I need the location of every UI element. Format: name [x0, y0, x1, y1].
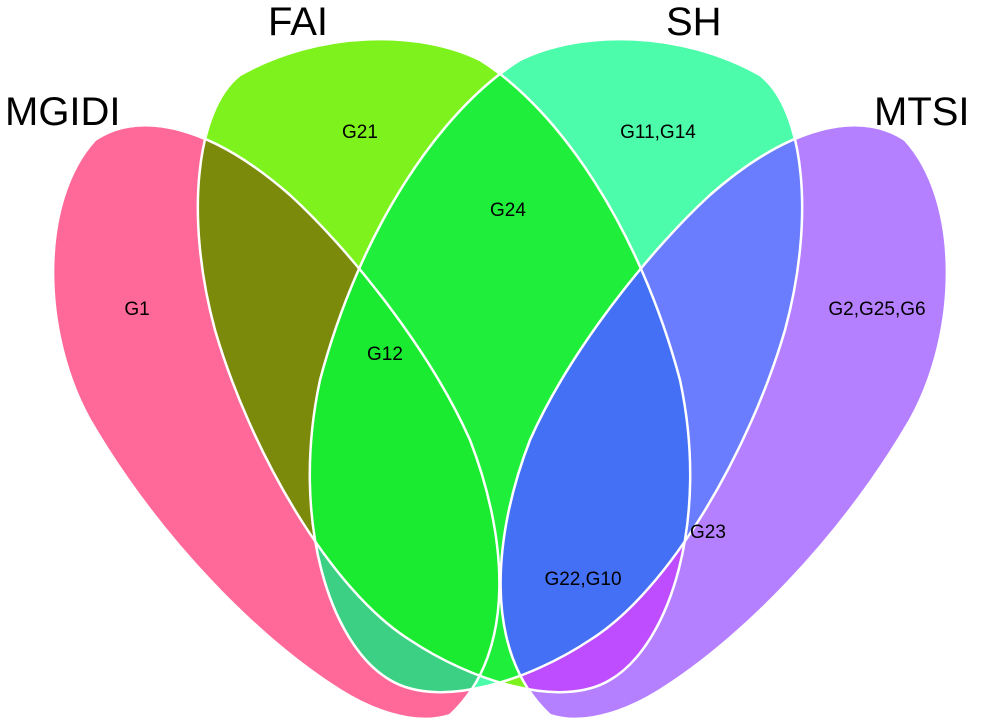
- set-label-sh: SH: [666, 0, 722, 44]
- outline-mtsi: [499, 124, 949, 721]
- region-label-all-four: G22,G10: [544, 569, 621, 590]
- ellipse-outlines: [51, 37, 949, 721]
- set-label-fai: FAI: [268, 0, 328, 44]
- region-label-sh-only: G11,G14: [620, 122, 696, 143]
- outline-mgidi: [51, 124, 501, 721]
- outline-fai: [196, 37, 692, 694]
- region-label-mgidi-only: G1: [124, 299, 149, 320]
- overlap-fai-sh-mtsi: [500, 125, 691, 693]
- region-label-fai-sh: G24: [490, 200, 526, 221]
- set-label-mgidi: MGIDI: [5, 90, 121, 134]
- outline-sh: [308, 37, 804, 694]
- region-label-fai-only: G21: [342, 122, 378, 143]
- set-label-mtsi: MTSI: [874, 90, 970, 134]
- region-label-mgidi-fai-sh: G12: [367, 344, 403, 365]
- region-label-mgidi-sh-mtsi: G23: [690, 522, 726, 543]
- region-label-mtsi-only: G2,G25,G6: [828, 299, 925, 320]
